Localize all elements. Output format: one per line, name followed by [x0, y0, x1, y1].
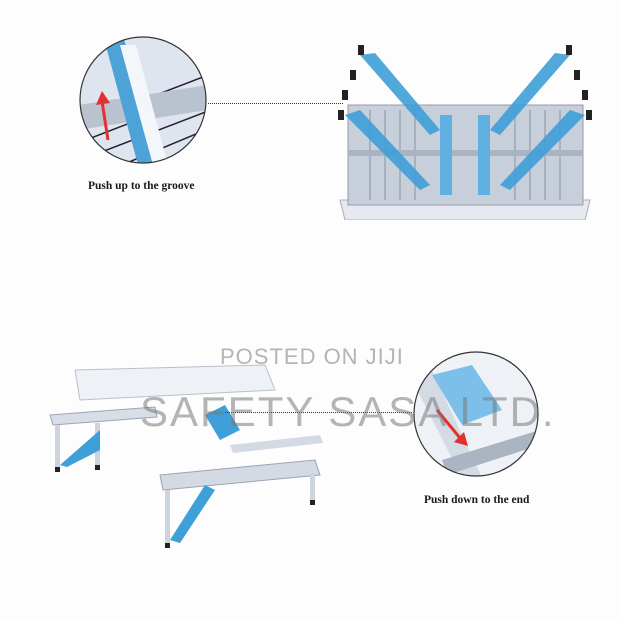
folded-table-photo	[338, 45, 592, 220]
watermark-posted-on: POSTED ON JIJI	[220, 344, 404, 369]
detail-circle-push-down	[413, 351, 539, 477]
assembled-table-photo	[49, 364, 323, 548]
detail-circle-push-up	[79, 36, 207, 164]
caption-push-down: Push down to the end	[424, 494, 530, 506]
leader-line-top	[208, 103, 343, 104]
watermark-seller: SAFETY SASA LTD.	[140, 388, 556, 435]
caption-push-up: Push up to the groove	[88, 180, 195, 192]
leader-line-bottom	[225, 412, 412, 413]
